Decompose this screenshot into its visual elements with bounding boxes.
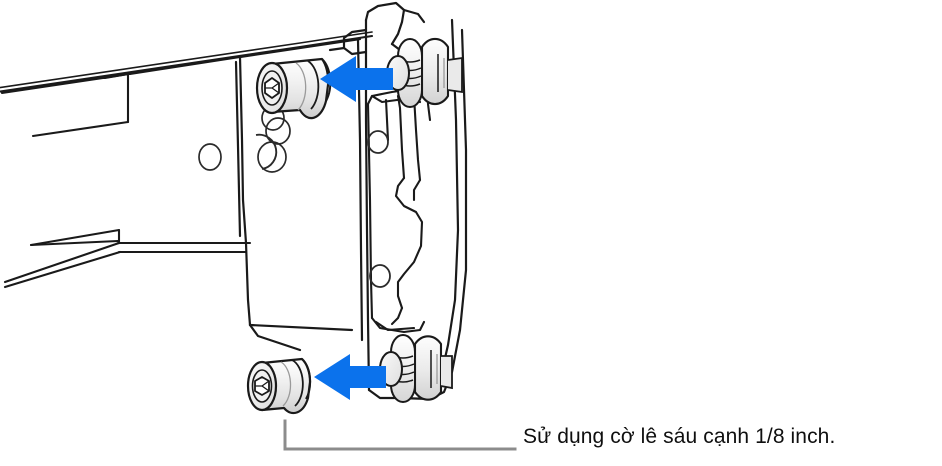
upper-installed-screw <box>386 37 463 108</box>
lower-loose-screw <box>246 357 312 415</box>
lower-installed-screw <box>379 334 453 403</box>
callout-caption: Sử dụng cờ lê sáu cạnh 1/8 inch. <box>523 425 836 448</box>
callout-leader-line <box>283 419 517 451</box>
bracket-face-holes <box>198 105 291 173</box>
upper-insertion-arrow <box>320 56 393 102</box>
bracket-plate <box>234 37 362 352</box>
inner-plate-holes <box>367 130 391 288</box>
lower-insertion-arrow <box>314 354 386 400</box>
rail-assembly <box>0 31 374 289</box>
upper-loose-screw <box>255 57 332 120</box>
inner-bracket-slot-plate <box>366 86 432 334</box>
